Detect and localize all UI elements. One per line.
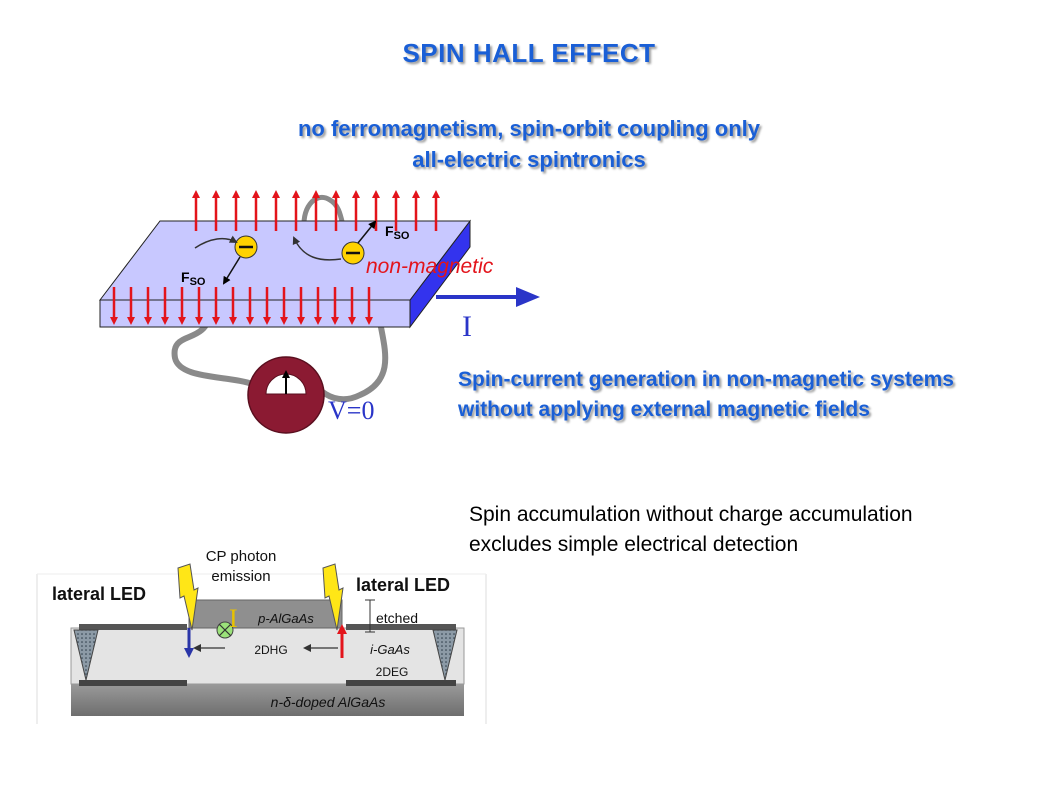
device-cross-section xyxy=(36,563,487,724)
force-arrow-left xyxy=(222,256,241,285)
substrate-layer xyxy=(71,684,464,716)
voltmeter xyxy=(247,356,325,434)
current-arrowhead xyxy=(516,287,540,307)
subtitle-line-2: all-electric spintronics xyxy=(412,147,646,172)
material-label: non-magnetic xyxy=(366,255,494,278)
electron-left xyxy=(234,235,258,259)
trajectory-left xyxy=(194,235,238,249)
p-layer-label: p-AlGaAs xyxy=(257,611,314,626)
force-arrow-right xyxy=(357,220,377,244)
electron-gas-label: 2DEG xyxy=(376,665,409,679)
right-led-label: lateral LED xyxy=(356,575,450,595)
left-led-label: lateral LED xyxy=(52,584,146,604)
lightning-left xyxy=(177,563,199,631)
spin-up-arrows xyxy=(192,190,440,231)
force-label-right: FSO xyxy=(385,223,410,242)
accumulation-line-1: Spin accumulation without charge accumul… xyxy=(469,503,913,526)
statement-line-2: without applying external magnetic field… xyxy=(458,398,870,421)
electron-right xyxy=(341,241,365,265)
device-current-label: I xyxy=(229,604,238,633)
subtitle-line-1: no ferromagnetism, spin-orbit coupling o… xyxy=(297,116,760,141)
trajectory-right xyxy=(292,236,342,261)
force-label-left: FSO xyxy=(181,269,206,288)
contact-cone-right xyxy=(432,629,458,681)
current-label: I xyxy=(462,310,472,343)
substrate-label: n-δ-doped AlGaAs xyxy=(271,694,386,710)
i-gaas-layer xyxy=(70,627,465,685)
voltage-label: V=0 xyxy=(328,396,374,425)
slab-front xyxy=(99,299,411,328)
photon-label-line-2: emission xyxy=(211,568,270,585)
accumulation-line-2: excludes simple electrical detection xyxy=(469,533,799,556)
spin-down-arrows xyxy=(110,287,373,325)
page-title: SPIN HALL EFFECT xyxy=(402,38,656,68)
wire-right xyxy=(315,321,389,403)
etched-label: etched xyxy=(376,610,418,626)
lightning-right xyxy=(322,563,344,631)
contact-cone-left xyxy=(73,629,99,681)
wire-left xyxy=(171,313,257,388)
p-algaas-layer xyxy=(188,599,343,629)
photon-label-line-1: CP photon xyxy=(206,548,277,565)
i-layer-label: i-GaAs xyxy=(370,642,410,657)
statement-line-1: Spin-current generation in non-magnetic … xyxy=(458,368,954,391)
hole-gas-label: 2DHG xyxy=(254,643,287,657)
